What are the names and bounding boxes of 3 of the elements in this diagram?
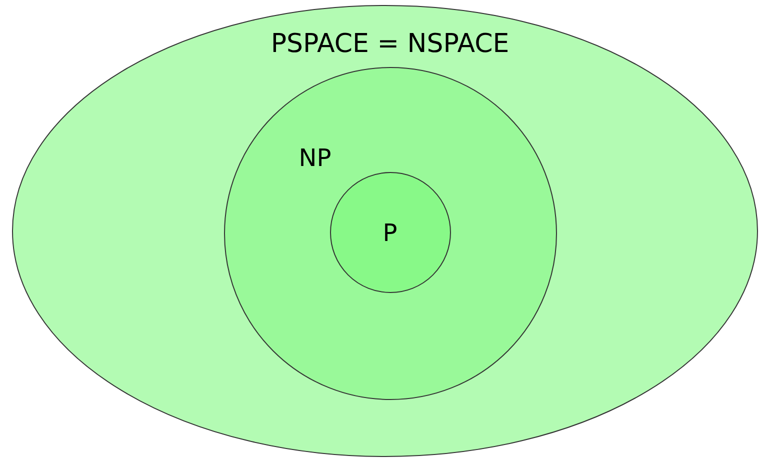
set-label: P xyxy=(382,221,398,245)
set-label: PSPACE = NSPACE xyxy=(270,31,510,57)
set-label: NP xyxy=(298,146,332,170)
